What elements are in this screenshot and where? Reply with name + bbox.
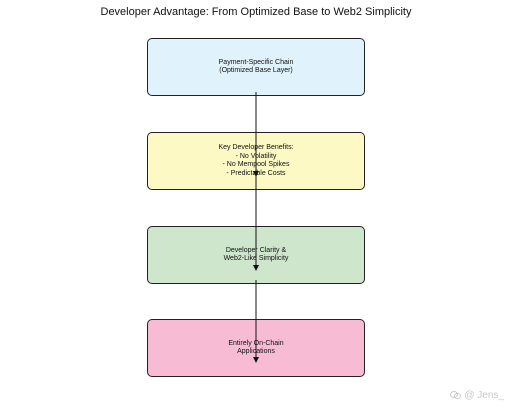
node-1-line-1: Payment-Specific Chain bbox=[218, 58, 294, 66]
chat-bubble-icon bbox=[450, 391, 462, 400]
node-3-line-2: Web2-Like Simplicity bbox=[223, 255, 289, 262]
node-2-line-1: Key Developer Benefits: bbox=[218, 144, 294, 151]
node-payment-specific-chain: Payment-Specific Chain (Optimized Base L… bbox=[147, 38, 365, 96]
node-1-line-2: (Optimized Base Layer) bbox=[219, 67, 293, 74]
diagram-title: Developer Advantage: From Optimized Base… bbox=[100, 6, 412, 18]
node-4-line-2: Applications bbox=[237, 348, 275, 355]
node-key-developer-benefits: Key Developer Benefits: - No Volatility … bbox=[147, 132, 365, 190]
node-2-line-4: - Predictable Costs bbox=[226, 169, 286, 177]
node-2-line-2: - No Volatility bbox=[235, 152, 277, 160]
node-2-line-3: - No Mempool Spikes bbox=[222, 161, 290, 168]
watermark: @ Jens_ bbox=[450, 390, 504, 401]
watermark-text: @ Jens_ bbox=[464, 390, 504, 401]
node-4-line-1: Entirely On-Chain bbox=[228, 339, 284, 347]
node-on-chain-applications: Entirely On-Chain Applications bbox=[147, 319, 365, 377]
node-3-line-1: Developer Clarity & bbox=[225, 246, 287, 254]
node-developer-clarity: Developer Clarity & Web2-Like Simplicity bbox=[147, 226, 365, 284]
